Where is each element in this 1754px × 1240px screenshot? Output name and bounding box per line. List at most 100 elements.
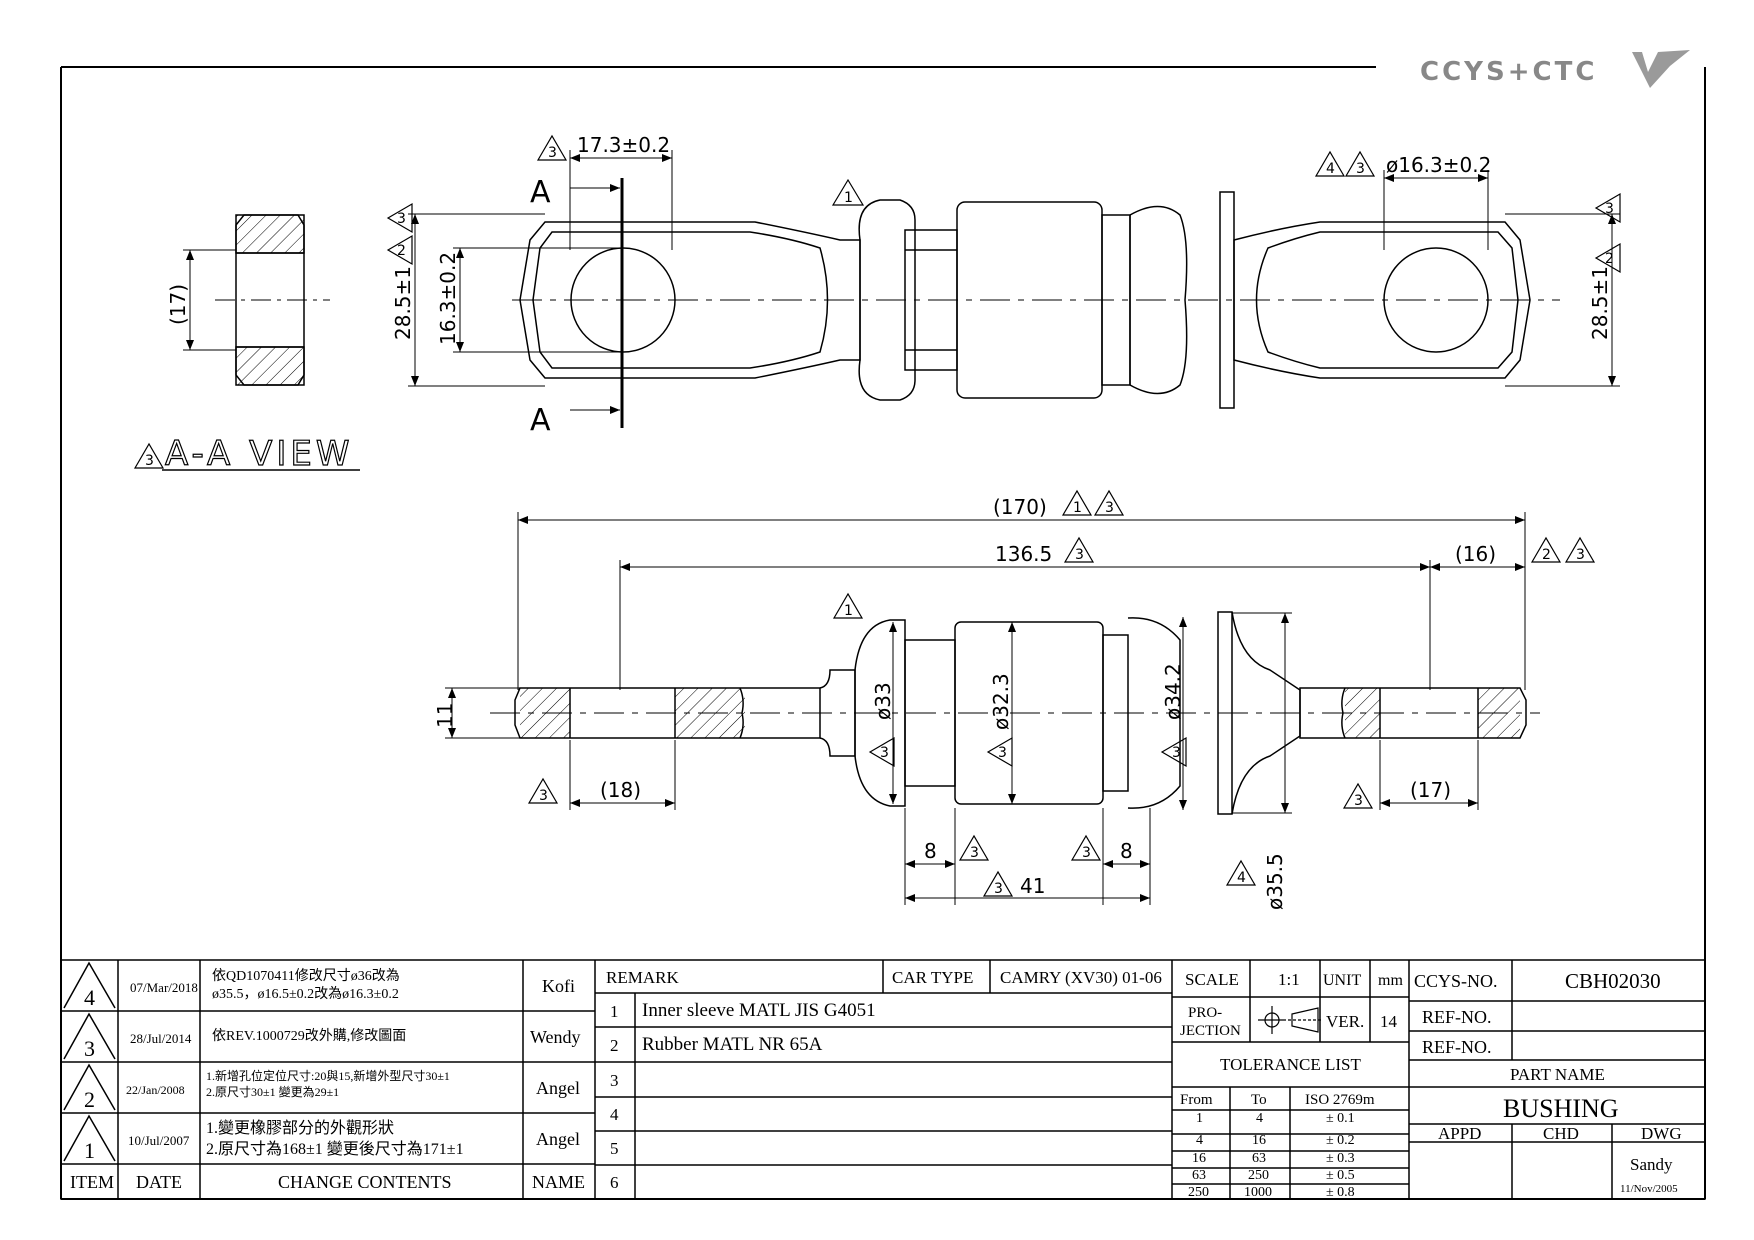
rev-line1: 1.變更橡膠部分的外觀形狀: [206, 1119, 394, 1137]
dim-span: 136.5: [995, 542, 1052, 566]
svg-text:2: 2: [1605, 251, 1614, 267]
center-body: [956, 201, 1103, 399]
rev-triangle-icon: [63, 961, 116, 1009]
scale-label: SCALE: [1185, 970, 1239, 989]
rev-line2: ø35.5，ø16.5±0.2改為ø16.3±0.2: [212, 986, 399, 1002]
tolerance-from: 250: [1188, 1185, 1209, 1200]
top-view: [408, 150, 1620, 428]
rev-line1: 1.新增孔位定位尺寸:20與15,新增外型尺寸30±1: [206, 1068, 450, 1083]
projection-label-1: PRO-: [1188, 1005, 1222, 1021]
rev-markers-side: [527, 489, 1596, 897]
dim-dia-33: ø33: [871, 682, 895, 720]
rev-triangle-icon: [986, 736, 1013, 768]
tolerance-value: ± 0.2: [1326, 1133, 1355, 1148]
dim-right-hole: (17): [1410, 778, 1451, 802]
rev-triangle-icon: [1070, 834, 1102, 861]
rev-triangle-icon: [982, 870, 1014, 897]
rev-triangle-icon: [1594, 242, 1621, 274]
rev-triangle-icon: [1530, 536, 1562, 563]
remark-num: 4: [610, 1105, 619, 1124]
ref-label-2: REF-NO.: [1422, 1037, 1492, 1057]
rev-line1: 依REV.1000729改外購,修改圖面: [212, 1028, 406, 1044]
ccys-label: CCYS-NO.: [1414, 971, 1498, 991]
svg-text:3: 3: [1082, 845, 1091, 861]
rev-line2: 2.原尺寸為168±1 變更後尺寸為171±1: [206, 1140, 464, 1158]
svg-text:3: 3: [1576, 547, 1585, 563]
tolerance-header-to: To: [1251, 1092, 1267, 1108]
rev-triangle-icon: [1342, 782, 1374, 809]
svg-text:3: 3: [880, 745, 889, 761]
projection-symbol-icon: [1258, 1006, 1322, 1034]
side-view: [445, 512, 1540, 905]
rev-triangle-icon: [1344, 150, 1376, 177]
section-dim-height: (17): [166, 284, 190, 325]
rev-date: 28/Jul/2014: [130, 1031, 192, 1046]
left-bulge: [858, 199, 916, 401]
drawing-date: 11/Nov/2005: [1620, 1183, 1678, 1195]
ccys-number: CBH02030: [1565, 969, 1661, 993]
svg-text:3: 3: [970, 845, 979, 861]
svg-text:4: 4: [1326, 161, 1335, 177]
rev-triangle-icon: [527, 777, 559, 804]
scale-value: 1:1: [1278, 970, 1300, 989]
title-block-grid: [60, 959, 1706, 1200]
rev-header-name: NAME: [532, 1172, 585, 1192]
projection-label-2: JECTION: [1180, 1023, 1241, 1039]
rev-triangle-icon: [1594, 192, 1621, 224]
svg-text:2: 2: [397, 243, 406, 259]
rev-triangle-icon: [63, 1063, 116, 1111]
tolerance-from: 63: [1192, 1168, 1206, 1183]
rev-triangle-icon: [831, 178, 865, 206]
tolerance-title: TOLERANCE LIST: [1220, 1055, 1361, 1074]
tolerance-value: ± 0.1: [1326, 1111, 1355, 1126]
svg-text:2: 2: [1542, 547, 1551, 563]
svg-text:3: 3: [548, 145, 557, 161]
ver-label: VER.: [1326, 1012, 1364, 1031]
tolerance-to: 16: [1252, 1133, 1266, 1148]
title-block-text: 4 07/Mar/2018 依QD1070411修改尺寸ø36改為 ø35.5，…: [70, 968, 1682, 1200]
svg-text:3: 3: [998, 745, 1007, 761]
section-view: [133, 214, 360, 471]
rev-item: 3: [84, 1036, 95, 1061]
rev-triangle-icon: [868, 736, 895, 768]
part-name-label: PART NAME: [1510, 1065, 1605, 1084]
rev-triangle-icon: [133, 442, 165, 469]
svg-text:3: 3: [539, 788, 548, 804]
dim-thickness: 11: [433, 703, 457, 728]
tolerance-value: ± 0.8: [1326, 1185, 1355, 1200]
rev-triangle-icon: [63, 1012, 116, 1060]
rev-marker-labels-top: 3 1 4 3 3 2 3 2: [397, 145, 1614, 267]
remark-header: REMARK: [606, 968, 679, 987]
dim-left-hole: (18): [600, 778, 641, 802]
tolerance-header-from: From: [1180, 1092, 1213, 1108]
section-view-title: A-A VIEW: [165, 434, 354, 474]
logo-text: CCYS+CTC: [1420, 57, 1597, 87]
dim-hole-offset: 17.3±0.2: [577, 133, 670, 157]
ref-label-1: REF-NO.: [1422, 1007, 1492, 1027]
chd-label: CHD: [1543, 1124, 1579, 1143]
section-rev-number: 3: [145, 453, 154, 469]
dim-41: 41: [1020, 874, 1045, 898]
dim-hole-dia: ø16.3±0.2: [1386, 153, 1491, 177]
remark-num: 2: [610, 1036, 619, 1055]
car-type-label: CAR TYPE: [892, 968, 973, 987]
rev-triangle-icon: [1063, 536, 1095, 563]
tolerance-from: 1: [1196, 1111, 1203, 1126]
dim-dia-34-2: ø34.2: [1161, 663, 1185, 720]
remark-num: 1: [610, 1002, 619, 1021]
right-bulge: [1129, 205, 1188, 395]
dim-8-left: 8: [924, 839, 937, 863]
rev-header-contents: CHANGE CONTENTS: [278, 1172, 452, 1192]
company-logo: CCYS+CTC: [1420, 50, 1690, 88]
rev-marker-labels-side: 1 3 3 2 3 1 3 3 4 3 3 3 3 3 3: [539, 500, 1585, 897]
section-letter-top: A: [530, 175, 551, 210]
dim-8-right: 8: [1120, 839, 1133, 863]
rev-name: Kofi: [542, 976, 575, 996]
right-hole: [1383, 247, 1489, 353]
remark-num: 3: [610, 1071, 619, 1090]
rev-triangle-icon: [1225, 859, 1257, 886]
right-eye-inner: [1255, 231, 1519, 369]
rev-name: Angel: [536, 1129, 580, 1149]
rev-triangle-icon: [1160, 736, 1187, 768]
